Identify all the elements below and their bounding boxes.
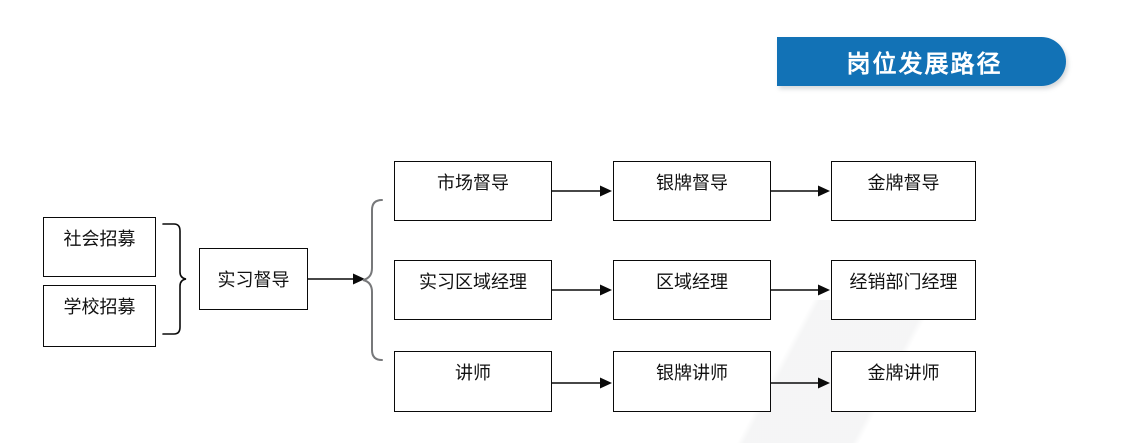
node-area-manager[interactable]: 区域经理 [613,260,771,320]
node-label: 金牌督导 [867,173,940,193]
node-label: 银牌讲师 [656,363,728,383]
arrow-intern-area-to-area-manager [552,279,614,301]
node-intern-supervisor[interactable]: 实习督导 [199,248,308,310]
arrow-entry-to-split [307,268,367,290]
node-label: 实习督导 [217,270,290,290]
node-gold-trainer[interactable]: 金牌讲师 [831,351,976,412]
node-market-supervisor[interactable]: 市场督导 [394,161,552,221]
node-label: 银牌督导 [656,173,728,193]
node-label: 金牌讲师 [867,363,940,383]
arrow-silver-to-gold-supervisor [771,180,832,202]
arrow-trainer-to-silver-trainer [552,372,614,394]
node-label: 市场督导 [437,173,509,193]
arrow-silver-to-gold-trainer [771,372,832,394]
node-silver-supervisor[interactable]: 银牌督导 [613,161,771,221]
node-label: 学校招募 [63,297,136,317]
node-distribution-dept-manager[interactable]: 经销部门经理 [831,260,976,320]
node-school-recruit[interactable]: 学校招募 [43,285,156,347]
node-silver-trainer[interactable]: 银牌讲师 [613,351,771,412]
background-watermark [480,300,1127,443]
node-gold-supervisor[interactable]: 金牌督导 [831,161,976,221]
node-label: 社会招募 [63,229,136,249]
page-title: 岗位发展路径 [846,50,1003,78]
node-label: 实习区域经理 [419,272,527,292]
arrow-area-to-distribution-manager [771,279,832,301]
node-social-recruit[interactable]: 社会招募 [43,217,156,277]
node-label: 经销部门经理 [849,272,958,292]
node-intern-area-manager[interactable]: 实习区域经理 [394,260,552,320]
node-label: 讲师 [455,363,491,383]
node-trainer[interactable]: 讲师 [394,351,552,412]
arrow-market-to-silver-supervisor [552,180,614,202]
node-label: 区域经理 [656,272,728,292]
source-merge-brace [160,220,192,338]
title-banner: 岗位发展路径 [777,37,1066,86]
track-split-brace [360,196,386,364]
